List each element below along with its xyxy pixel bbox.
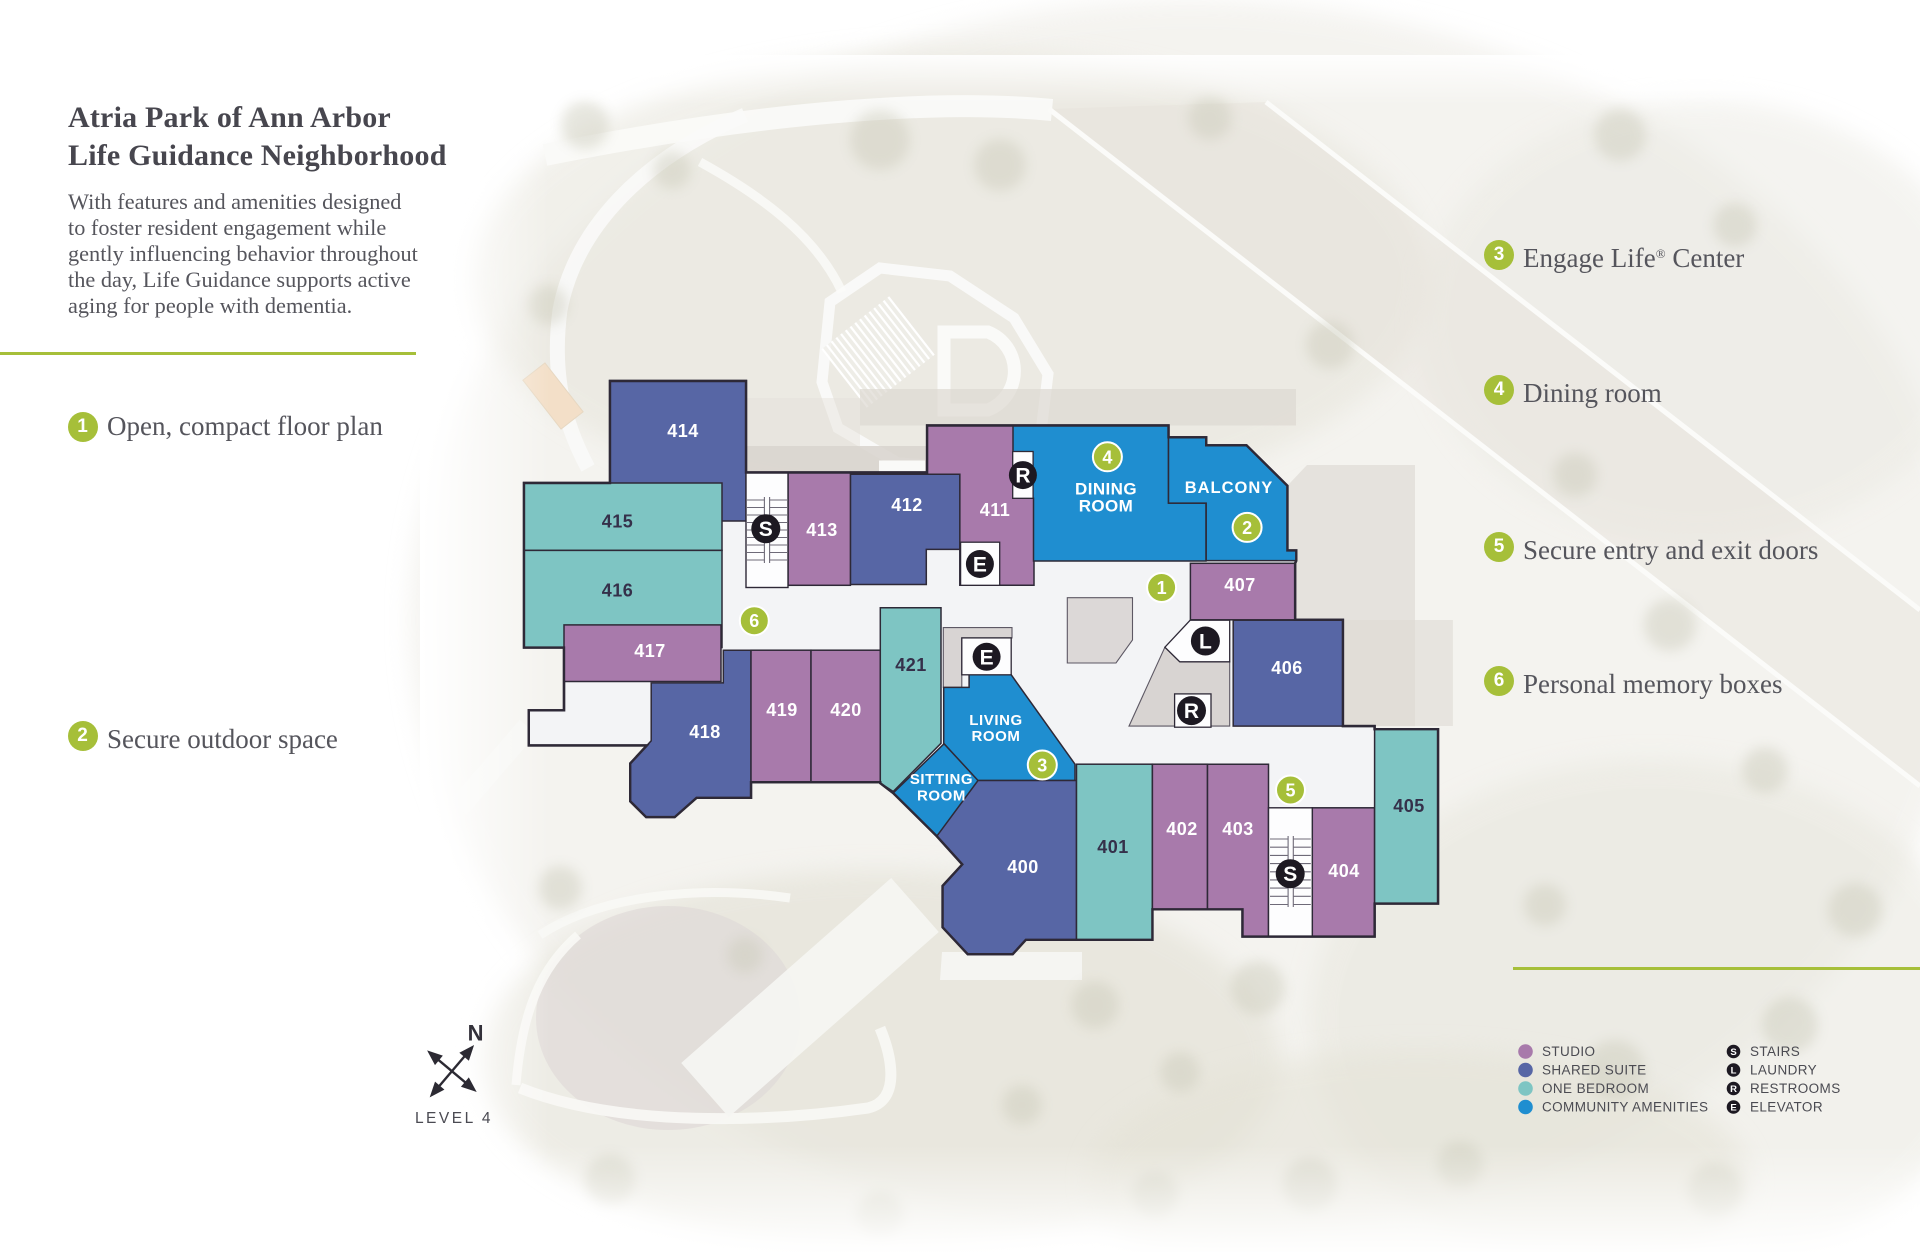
svg-text:401: 401 (1097, 837, 1129, 857)
svg-text:RESTROOMS: RESTROOMS (1750, 1081, 1841, 1096)
svg-text:6: 6 (749, 611, 759, 631)
svg-text:400: 400 (1007, 857, 1039, 877)
svg-text:E: E (973, 554, 987, 577)
svg-text:2: 2 (1242, 518, 1252, 538)
svg-text:406: 406 (1271, 658, 1303, 678)
svg-text:ONE BEDROOM: ONE BEDROOM (1542, 1081, 1649, 1096)
svg-text:415: 415 (602, 512, 634, 532)
svg-text:413: 413 (806, 520, 838, 540)
svg-text:ROOM: ROOM (1079, 497, 1133, 516)
svg-text:420: 420 (830, 700, 862, 720)
svg-text:LIVING: LIVING (969, 712, 1023, 729)
svg-text:SITTING: SITTING (910, 771, 973, 788)
svg-text:R: R (1730, 1084, 1737, 1095)
svg-text:ELEVATOR: ELEVATOR (1750, 1100, 1823, 1115)
svg-text:405: 405 (1393, 796, 1425, 816)
svg-text:LEVEL 4: LEVEL 4 (415, 1110, 493, 1127)
svg-text:5: 5 (1285, 781, 1295, 801)
svg-text:S: S (1283, 863, 1297, 886)
svg-text:403: 403 (1222, 819, 1254, 839)
svg-text:412: 412 (891, 495, 923, 515)
svg-text:R: R (1015, 465, 1030, 488)
svg-text:S: S (1730, 1047, 1736, 1058)
svg-text:LAUNDRY: LAUNDRY (1750, 1063, 1817, 1078)
svg-text:L: L (1731, 1066, 1737, 1077)
svg-text:4: 4 (1102, 447, 1112, 467)
svg-text:ROOM: ROOM (971, 728, 1020, 745)
svg-text:SHARED SUITE: SHARED SUITE (1542, 1063, 1647, 1078)
svg-text:L: L (1199, 631, 1212, 654)
svg-text:STAIRS: STAIRS (1750, 1044, 1800, 1059)
svg-text:E: E (980, 646, 994, 669)
svg-text:407: 407 (1224, 575, 1256, 595)
svg-text:419: 419 (766, 700, 798, 720)
svg-text:S: S (759, 518, 773, 541)
svg-text:402: 402 (1166, 819, 1198, 839)
svg-text:414: 414 (667, 421, 699, 441)
svg-text:ROOM: ROOM (917, 788, 966, 805)
svg-text:DINING: DINING (1075, 480, 1137, 499)
svg-text:STUDIO: STUDIO (1542, 1044, 1595, 1059)
svg-text:421: 421 (895, 655, 927, 675)
svg-text:3: 3 (1037, 756, 1047, 776)
svg-text:417: 417 (634, 641, 666, 661)
svg-text:BALCONY: BALCONY (1185, 479, 1274, 497)
svg-text:E: E (1730, 1103, 1736, 1114)
svg-text:404: 404 (1328, 861, 1360, 881)
svg-text:R: R (1184, 700, 1199, 723)
svg-text:418: 418 (689, 722, 721, 742)
svg-text:N: N (468, 1020, 484, 1045)
svg-text:1: 1 (1157, 578, 1167, 598)
svg-text:416: 416 (602, 581, 634, 601)
svg-text:COMMUNITY AMENITIES: COMMUNITY AMENITIES (1542, 1100, 1708, 1115)
svg-text:411: 411 (980, 500, 1011, 520)
